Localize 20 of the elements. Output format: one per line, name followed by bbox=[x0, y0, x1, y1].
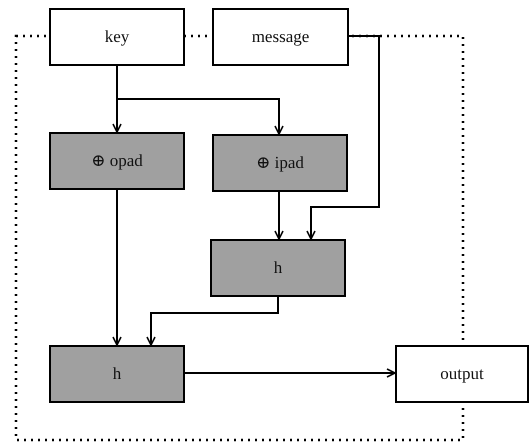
arrow bbox=[185, 368, 396, 378]
arrow bbox=[116, 66, 284, 135]
arrow bbox=[274, 192, 284, 240]
process-box bbox=[210, 239, 346, 297]
box-label: message bbox=[252, 27, 310, 47]
box-label: ⊕ ipad bbox=[256, 153, 304, 173]
arrow bbox=[112, 190, 122, 346]
arrow bbox=[146, 297, 279, 346]
process-box bbox=[49, 345, 185, 403]
process-box bbox=[49, 132, 185, 190]
box-label: h bbox=[274, 258, 282, 278]
arrow bbox=[306, 35, 380, 240]
process-box bbox=[212, 134, 348, 192]
box-label: key bbox=[104, 27, 130, 47]
io-box bbox=[49, 8, 185, 66]
box-label: output bbox=[440, 364, 484, 384]
io-box bbox=[395, 345, 529, 403]
io-box bbox=[212, 8, 349, 66]
box-label: ⊕ opad bbox=[91, 151, 143, 171]
box-label: h bbox=[112, 364, 122, 384]
